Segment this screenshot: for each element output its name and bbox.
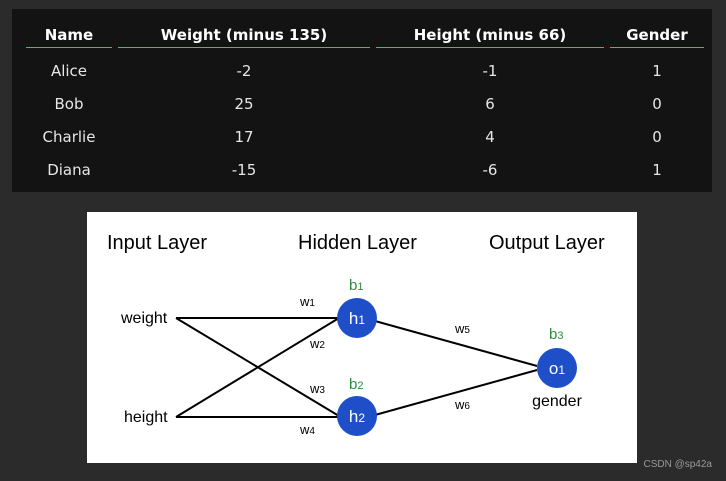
table-row: Diana -15 -6 1: [26, 153, 704, 186]
cell-gender: 0: [652, 94, 662, 113]
bias-label-b1: b1: [349, 277, 363, 294]
weight-label-w6: w6: [454, 397, 470, 412]
table-row: Alice -2 -1 1: [26, 48, 704, 87]
weight-label-w5: w5: [454, 321, 470, 336]
column-header-gender: Gender: [610, 23, 704, 48]
output-layer-title: Output Layer: [489, 232, 605, 254]
bias-label-b3: b3: [549, 326, 563, 343]
cell-weight: 25: [234, 94, 254, 113]
bias-label-b2: b2: [349, 376, 363, 393]
column-header-name: Name: [26, 23, 112, 48]
cell-weight: -15: [231, 160, 257, 179]
cell-name: Charlie: [42, 127, 96, 146]
edge-height-h1: [175, 317, 340, 418]
weight-label-w1: w1: [299, 294, 315, 309]
weight-label-w3: w3: [309, 381, 325, 396]
output-node-o1: [537, 348, 577, 388]
cell-height: 4: [485, 127, 495, 146]
data-table-panel: Name Weight (minus 135) Height (minus 66…: [12, 9, 712, 192]
table-header-row: Name Weight (minus 135) Height (minus 66…: [26, 23, 704, 48]
cell-height: 6: [485, 94, 495, 113]
hidden-node-h2: [337, 396, 377, 436]
weight-label-w4: w4: [299, 422, 315, 437]
edge-h1-o1: [374, 320, 538, 367]
table-row: Bob 25 6 0: [26, 87, 704, 120]
input-height-label: height: [124, 409, 168, 426]
cell-weight: -2: [236, 61, 252, 80]
cell-gender: 0: [652, 127, 662, 146]
cell-name: Diana: [47, 160, 91, 179]
cell-gender: 1: [652, 160, 662, 179]
column-header-weight: Weight (minus 135): [118, 23, 370, 48]
data-table: Name Weight (minus 135) Height (minus 66…: [20, 23, 710, 186]
column-header-height: Height (minus 66): [376, 23, 604, 48]
hidden-layer-title: Hidden Layer: [298, 232, 417, 254]
cell-name: Bob: [54, 94, 84, 113]
edge-h2-o1: [374, 369, 538, 416]
cell-height: -6: [482, 160, 498, 179]
output-node-o1-label: o1: [549, 359, 565, 378]
watermark-text: CSDN @sp42a: [643, 459, 712, 470]
cell-name: Alice: [50, 61, 88, 80]
hidden-node-h1-label: h1: [349, 309, 365, 328]
neural-network-diagram: Input Layer Hidden Layer Output Layer we…: [87, 212, 637, 463]
weight-label-w2: w2: [309, 336, 325, 351]
cell-weight: 17: [234, 127, 254, 146]
cell-gender: 1: [652, 61, 662, 80]
output-gender-label: gender: [532, 393, 582, 410]
network-edges: [175, 317, 538, 418]
table-row: Charlie 17 4 0: [26, 120, 704, 153]
hidden-node-h2-label: h2: [349, 407, 365, 426]
input-layer-title: Input Layer: [107, 232, 207, 254]
cell-height: -1: [482, 61, 498, 80]
hidden-node-h1: [337, 298, 377, 338]
diagram-canvas: Input Layer Hidden Layer Output Layer we…: [107, 232, 605, 437]
input-weight-label: weight: [120, 310, 168, 327]
